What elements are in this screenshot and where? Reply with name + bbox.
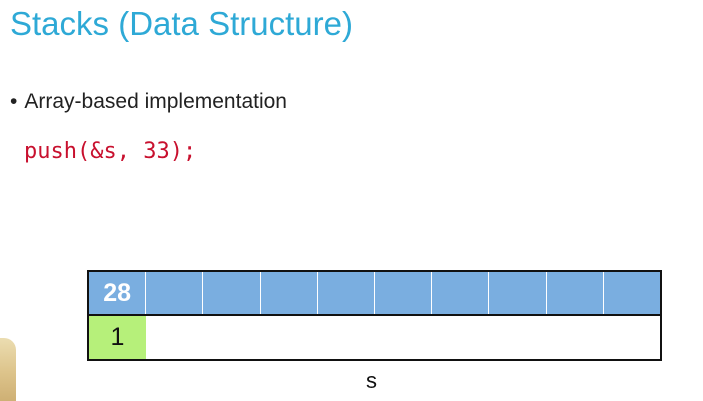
stack-top-row: 1	[89, 316, 660, 359]
slide-title: Stacks (Data Structure)	[10, 5, 353, 42]
struct-label: s	[366, 368, 377, 393]
bullet-text: Array-based implementation	[24, 90, 287, 113]
bullet-marker: •	[10, 90, 18, 113]
array-cell	[317, 272, 376, 314]
array-cell	[375, 272, 433, 314]
array-cell	[260, 272, 318, 314]
code-snippet: push(&s, 33);	[24, 139, 197, 164]
stack-struct: 28 1	[87, 270, 662, 361]
array-cell	[203, 272, 261, 314]
stack-array: 28	[89, 272, 661, 316]
array-cell	[146, 272, 204, 314]
array-cell	[546, 272, 604, 314]
array-cell	[603, 272, 661, 314]
presenter-figure-edge	[0, 338, 16, 401]
stack-top-value: 1	[89, 316, 146, 359]
bullet-item: • Array-based implementation	[10, 90, 287, 113]
array-cell: 28	[89, 272, 147, 314]
array-cell	[489, 272, 547, 314]
array-cell	[432, 272, 490, 314]
